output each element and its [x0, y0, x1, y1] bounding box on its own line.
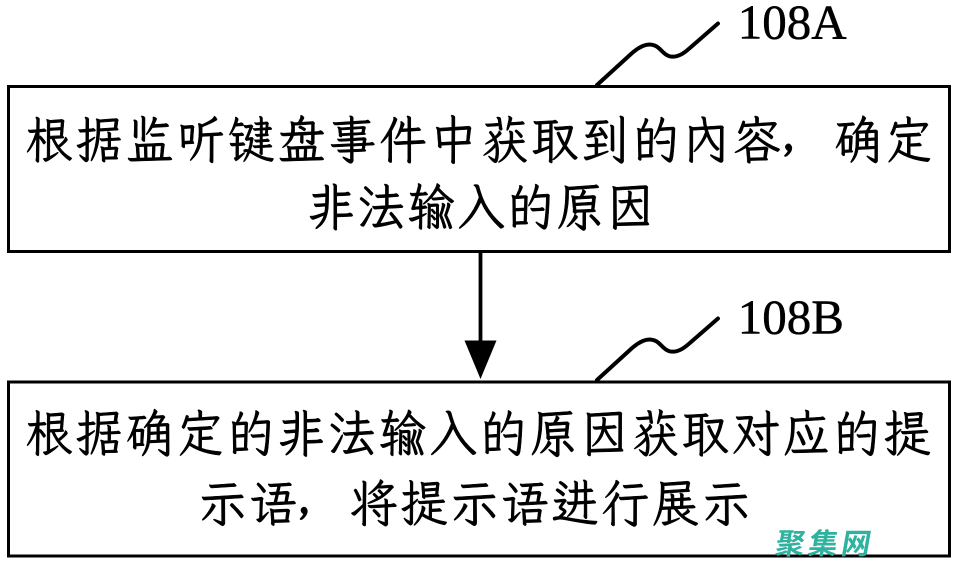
svg-text:108A: 108A	[738, 0, 848, 50]
svg-text:108B: 108B	[738, 290, 844, 345]
